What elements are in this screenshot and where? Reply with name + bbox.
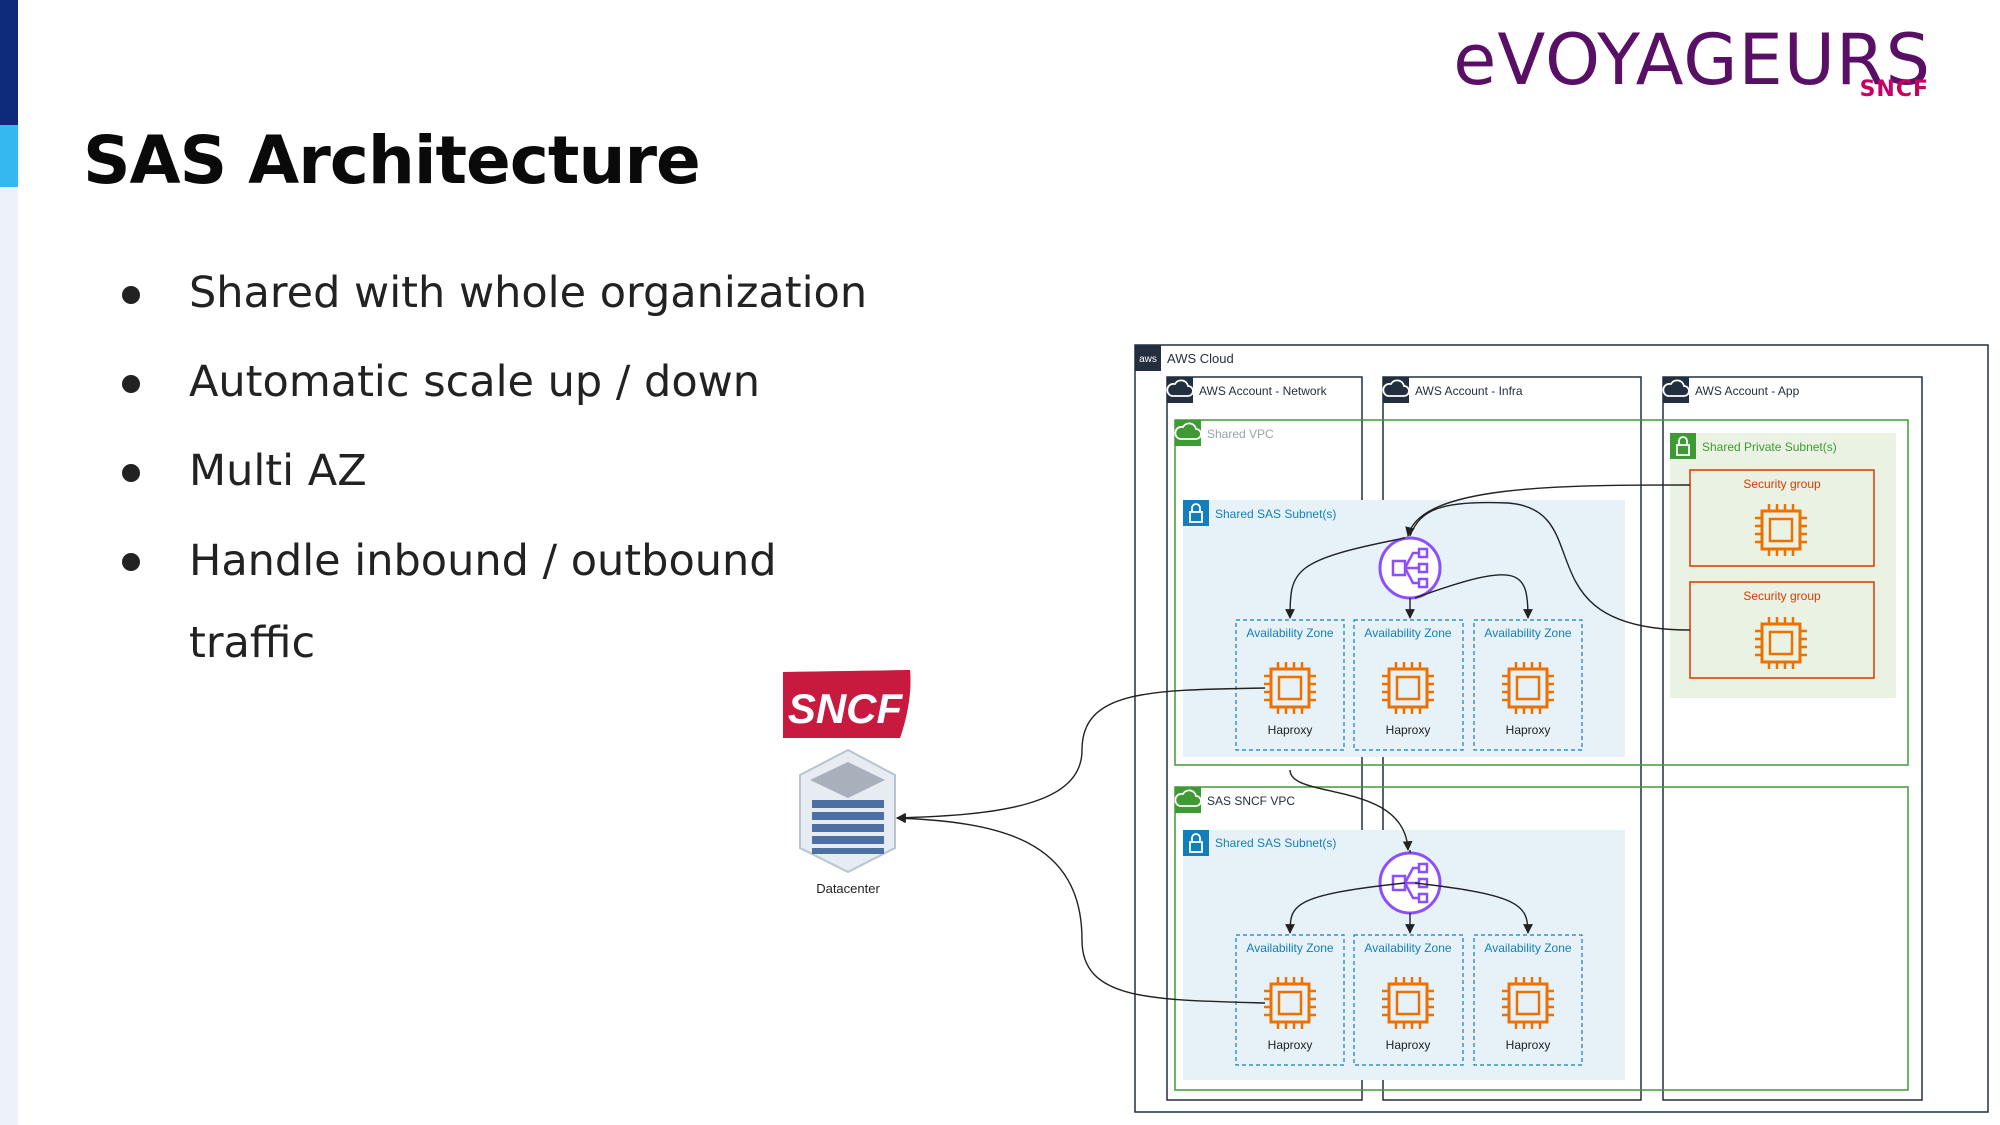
connector-line <box>1409 501 1691 631</box>
datacenter-server-icon <box>799 748 896 874</box>
aws-logo-icon <box>1135 345 1161 371</box>
availability-zone-box <box>1353 619 1464 751</box>
shared-private-subnet-label: Shared Private Subnet(s) <box>1702 440 1837 454</box>
security-group-label: Security group <box>1743 589 1821 603</box>
load-balancer-icon <box>1378 536 1442 600</box>
connector-arrow <box>896 687 1266 823</box>
bullet-dot <box>122 375 140 393</box>
account-app-boundary <box>1662 376 1923 1101</box>
shared-vpc-label: Shared VPC <box>1207 427 1274 441</box>
connector-arrow <box>1405 484 1691 537</box>
evoyageurs-logo: eVOYAGEURS SNCF <box>1453 15 1935 105</box>
availability-zone-label: Availability Zone <box>1364 626 1451 640</box>
edge-bar-dark-segment <box>0 0 18 125</box>
sas-sncf-vpc-label: SAS SNCF VPC <box>1207 794 1295 808</box>
sncf-logo-text: SNCF <box>788 685 904 732</box>
security-group-box <box>1689 469 1875 567</box>
bullet-item: Automatic scale up / down <box>112 342 872 422</box>
aws-cloud-label: AWS Cloud <box>1167 351 1234 366</box>
account-app-label: AWS Account - App <box>1695 384 1800 398</box>
bullet-dot <box>122 464 140 482</box>
connector-arrow <box>1414 882 1533 934</box>
connector-arrow <box>1285 882 1406 934</box>
bullet-item: Handle inbound / outbound traffic <box>112 520 872 684</box>
security-group-label: Security group <box>1743 477 1821 491</box>
account-cloud-icon <box>1383 377 1409 403</box>
connector-arrow <box>1414 574 1533 619</box>
connector-arrow <box>1289 769 1413 851</box>
connector-arrow <box>896 813 1266 1004</box>
account-infra-label: AWS Account - Infra <box>1415 384 1523 398</box>
connector-arrow <box>1285 537 1406 619</box>
shared-sas-subnet-label: Shared SAS Subnet(s) <box>1215 836 1336 850</box>
availability-zone-label: Availability Zone <box>1246 941 1333 955</box>
haproxy-label: Haproxy <box>1506 723 1551 737</box>
availability-zone-label: Availability Zone <box>1364 941 1451 955</box>
vpc-icon <box>1175 787 1201 813</box>
sncf-logo-overlay <box>783 670 911 738</box>
logo-wordmark: eVOYAGEURS <box>1453 19 1931 101</box>
aws-cloud-boundary <box>1134 344 1989 1113</box>
logo-subtitle: SNCF <box>1859 77 1929 102</box>
bullet-item: Multi AZ <box>112 431 872 511</box>
availability-zone-label: Availability Zone <box>1246 626 1333 640</box>
bullet-text: Shared with whole organization <box>189 268 868 318</box>
load-balancer-icon <box>1378 851 1442 915</box>
edge-bar-light-segment <box>0 125 18 187</box>
haproxy-label: Haproxy <box>1268 1038 1313 1052</box>
slide-edge-bar <box>0 0 18 1125</box>
haproxy-label: Haproxy <box>1386 723 1431 737</box>
bullet-dot <box>122 553 140 571</box>
account-network-label: AWS Account - Network <box>1199 384 1328 398</box>
availability-zone-box <box>1353 934 1464 1066</box>
haproxy-label: Haproxy <box>1268 723 1313 737</box>
aws-badge-text: aws <box>1139 354 1157 365</box>
haproxy-label: Haproxy <box>1386 1038 1431 1052</box>
bullet-dot <box>122 286 140 304</box>
shared-vpc-boundary <box>1174 419 1909 766</box>
bullet-item: Shared with whole organization <box>112 253 872 333</box>
bullet-text: Multi AZ <box>189 446 367 496</box>
account-cloud-icon <box>1663 377 1689 403</box>
shared-sas-subnet-label: Shared SAS Subnet(s) <box>1215 507 1336 521</box>
sas-sncf-vpc-boundary <box>1174 786 1909 1091</box>
vpc-icon <box>1175 420 1201 446</box>
haproxy-label: Haproxy <box>1506 1038 1551 1052</box>
bullet-text: Automatic scale up / down <box>189 357 761 407</box>
availability-zone-label: Availability Zone <box>1484 941 1571 955</box>
bullet-text: Handle inbound / outbound traffic <box>189 536 777 668</box>
slide-title: SAS Architecture <box>83 122 701 199</box>
availability-zone-label: Availability Zone <box>1484 626 1571 640</box>
account-cloud-icon <box>1167 377 1193 403</box>
bullet-list: Shared with whole organization Automatic… <box>112 253 872 693</box>
datacenter-label: Datacenter <box>816 881 880 896</box>
